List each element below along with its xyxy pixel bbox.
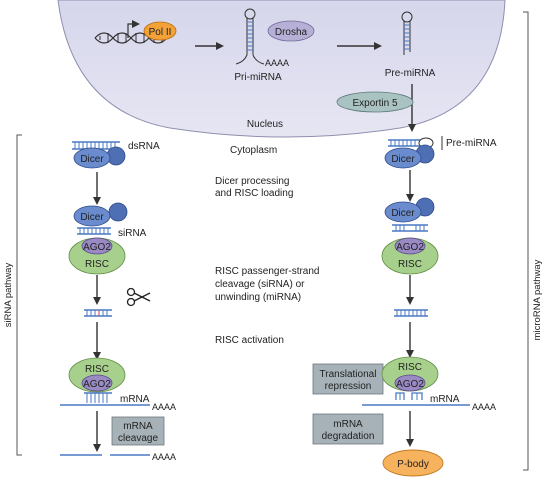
pre-mirna-label: Pre-miRNA (385, 68, 436, 79)
nucleus-label: Nucleus (247, 119, 283, 130)
mirna-guide-strand-icon (395, 392, 423, 400)
mirna-bracket (523, 11, 529, 471)
pri-mirna-label: Pri-miRNA (234, 72, 282, 83)
sirna-risc-complex-2: RISC AGO2 (68, 357, 126, 393)
sirna-label: siRNA (118, 228, 147, 239)
cleaved-tail: AAAA (152, 452, 176, 462)
dsrna-label: dsRNA (128, 141, 160, 152)
scissors-icon (126, 287, 151, 307)
p-body-label: P-body (397, 459, 429, 470)
sirna-risc-complex-1: AGO2 RISC (68, 237, 126, 275)
dicer-label: Dicer (391, 154, 415, 165)
risc-label: RISC (85, 364, 109, 375)
exportin-5-badge: Exportin 5 (336, 91, 414, 113)
ago2-label: AGO2 (83, 242, 111, 253)
dicer-label: Dicer (391, 208, 415, 219)
mirna-mrna-tail: AAAA (472, 402, 496, 412)
ago2-label: AGO2 (83, 379, 111, 390)
mirna-duplex-icon (392, 224, 428, 232)
cyto-pre-mirna-icon (388, 136, 443, 150)
translational-repression-box: Translational repression (312, 363, 384, 395)
sirna-dicer-1: Dicer (73, 146, 126, 169)
drosha-label: Drosha (275, 27, 308, 38)
translational-repression-line1: Translational (320, 369, 377, 380)
mrna-cleavage-box: mRNA cleavage (111, 416, 165, 446)
risc-label: RISC (398, 259, 422, 270)
sirna-pathway-label: siRNA pathway (3, 263, 14, 328)
sirna-mrna-tail: AAAA (152, 402, 176, 412)
mirna-dicer-2: Dicer (384, 197, 435, 223)
pri-mirna-tail: AAAA (265, 58, 289, 68)
mrna-degradation-box: mRNA degradation (312, 413, 384, 445)
drosha-badge: Drosha (267, 20, 315, 42)
mrna-cleavage-line1: mRNA (123, 421, 153, 432)
mirna-dicer-1: Dicer (384, 144, 435, 169)
mirna-mrna-label: mRNA (430, 394, 460, 405)
step-risc-activation: RISC activation (215, 335, 284, 346)
cleaved-duplex-icon (84, 309, 112, 317)
cyto-pre-mirna-label: Pre-miRNA (446, 138, 497, 149)
mirna-risc-complex-1: AGO2 RISC (381, 237, 439, 275)
translational-repression-line2: repression (325, 381, 372, 392)
microrna-pathway-label: microRNA pathway (532, 259, 543, 340)
mirna-unwound-duplex-icon (394, 309, 428, 317)
cytoplasm-label: Cytoplasm (230, 145, 277, 156)
exportin-5-label: Exportin 5 (352, 98, 397, 109)
pol-ii-badge: Pol II (143, 21, 177, 41)
pol-ii-label: Pol II (149, 27, 172, 38)
dicer-label: Dicer (80, 212, 104, 223)
mirna-risc-complex-2: RISC AGO2 (381, 356, 439, 392)
pri-mirna-hairpin-icon (235, 8, 265, 65)
dicer-label: Dicer (80, 154, 104, 165)
step-dicer-processing-line1: Dicer processing (215, 176, 289, 187)
mrna-cleavage-line2: cleavage (118, 433, 158, 444)
risc-label: RISC (398, 362, 422, 373)
step-risc-cleavage-line1: RISC passenger-strand (215, 266, 320, 277)
step-risc-cleavage-line2: cleavage (siRNA) or (215, 279, 305, 290)
sirna-bracket (16, 134, 22, 456)
mrna-degradation-line2: degradation (322, 431, 375, 442)
risc-label: RISC (85, 259, 109, 270)
sirna-guide-strand-icon (84, 392, 112, 403)
p-body: P-body (382, 449, 444, 477)
sirna-dicer-2: Dicer (73, 202, 128, 227)
sirna-mrna-label: mRNA (120, 394, 150, 405)
nucleus-shape (57, 0, 506, 138)
sirna-duplex-icon (77, 227, 111, 235)
mrna-degradation-line1: mRNA (333, 419, 363, 430)
step-risc-cleavage-line3: unwinding (miRNA) (215, 292, 301, 303)
ago2-label: AGO2 (396, 242, 424, 253)
pre-mirna-hairpin-icon (401, 11, 413, 55)
ago2-label: AGO2 (396, 379, 424, 390)
step-dicer-processing-line2: and RISC loading (215, 188, 293, 199)
